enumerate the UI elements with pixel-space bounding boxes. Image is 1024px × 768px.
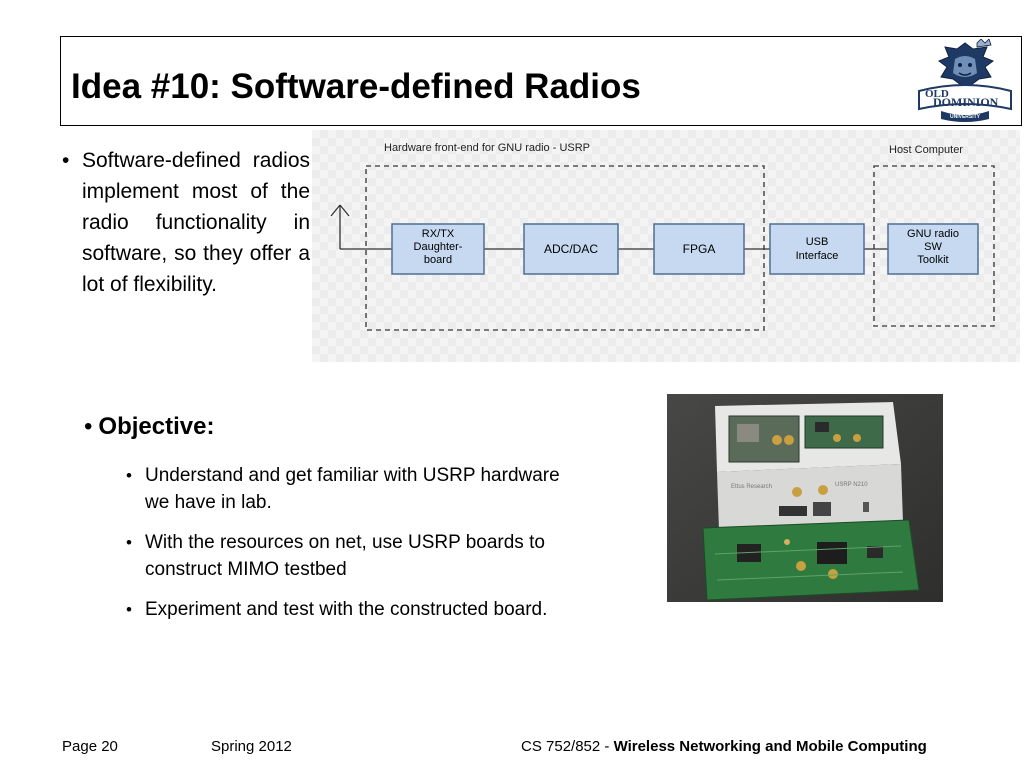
antenna-icon <box>330 204 392 250</box>
adcdac-label: ADC/DAC <box>544 242 598 256</box>
gnu-line3: Toolkit <box>917 254 948 266</box>
gnu-line1: GNU radio <box>907 228 959 240</box>
adcdac-block: ADC/DAC <box>523 223 619 275</box>
objective-item: Understand and get familiar with USRP ha… <box>126 462 576 516</box>
frontend-label: Hardware front-end for GNU radio - USRP <box>384 142 590 154</box>
objective-heading-text: Objective: <box>98 413 215 440</box>
rxtx-line3: board <box>424 254 452 266</box>
fpga-block: FPGA <box>653 223 745 275</box>
footer-term: Spring 2012 <box>211 738 292 755</box>
gnu-radio-toolkit-block: GNU radio SW Toolkit <box>887 223 979 275</box>
host-dashed-region <box>873 165 995 327</box>
usb-line1: USB <box>806 236 829 248</box>
usb-interface-block: USB Interface <box>769 223 865 275</box>
host-label: Host Computer <box>889 144 963 156</box>
objective-item: With the resources on net, use USRP boar… <box>126 529 576 583</box>
objective-list: Understand and get familiar with USRP ha… <box>126 462 576 636</box>
lion-mascot-logo-icon: OLD DOMINION UNIVERSITY <box>918 39 1012 122</box>
rxtx-daughterboard-block: RX/TX Daughter- board <box>391 223 485 275</box>
photo-model-label: USRP N210 <box>835 482 868 488</box>
rxtx-line1: RX/TX <box>422 228 455 240</box>
objective-heading: •Objective: <box>84 413 215 440</box>
intro-bullet-block: Software-defined radios implement most o… <box>60 145 310 300</box>
intro-bullet: Software-defined radios implement most o… <box>60 145 310 300</box>
footer-page: Page 20 <box>62 738 118 755</box>
logo-line1: OLD <box>925 88 949 100</box>
motherboard <box>702 519 920 601</box>
gnu-line2: SW <box>924 241 942 253</box>
usb-line2: Interface <box>796 250 839 262</box>
footer-course-name: Wireless Networking and Mobile Computing <box>613 738 927 755</box>
objective-item: Experiment and test with the constructed… <box>126 596 576 623</box>
logo-line2: DOMINION <box>933 95 999 109</box>
slide-title: Idea #10: Software-defined Radios <box>71 67 641 106</box>
usrp-block-diagram: Hardware front-end for GNU radio - USRP … <box>312 130 1020 362</box>
footer-course: CS 752/852 - Wireless Networking and Mob… <box>521 738 927 755</box>
logo-line3: UNIVERSITY <box>950 114 981 120</box>
frontend-dashed-region <box>365 165 765 331</box>
title-box: Idea #10: Software-defined Radios OLD DO… <box>60 36 1022 126</box>
photo-box-label: Ettus Research <box>731 484 772 490</box>
usrp-device-photo: Ettus Research USRP N210 <box>667 394 943 602</box>
fpga-label: FPGA <box>683 242 716 256</box>
footer-course-prefix: CS 752/852 - <box>521 738 614 755</box>
rxtx-line2: Daughter- <box>414 241 463 253</box>
daughterboard-right <box>804 415 884 449</box>
daughterboard-left <box>728 415 800 463</box>
